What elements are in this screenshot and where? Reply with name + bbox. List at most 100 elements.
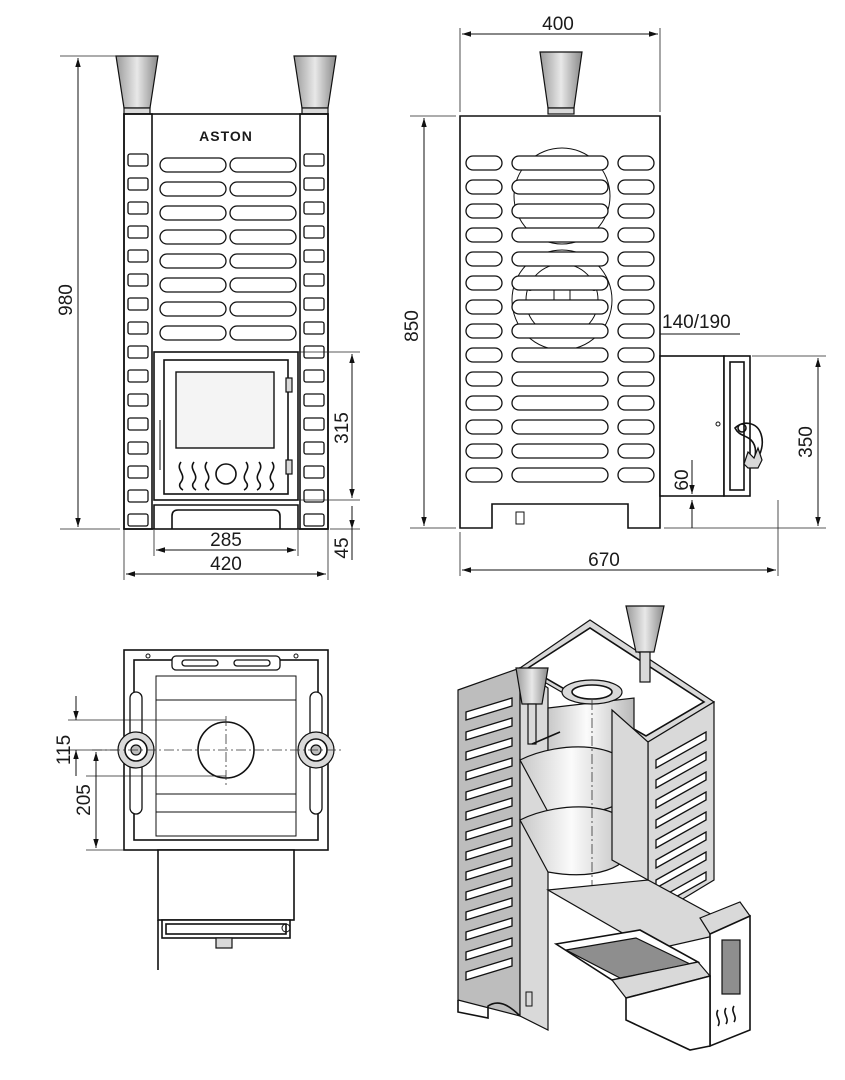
iso-left-slot: [465, 937, 513, 961]
front-slot: [159, 229, 227, 245]
front-slot: [229, 205, 297, 221]
louvre-slot: [303, 417, 325, 431]
plan-view: 115 205: [54, 649, 344, 970]
side-slots: [465, 155, 655, 483]
side-slot: [617, 203, 655, 219]
side-slot: [511, 323, 609, 339]
louvre-slot: [127, 297, 149, 311]
louvre-slot: [127, 369, 149, 383]
front-slot: [159, 253, 227, 269]
iso-left-slot: [465, 917, 513, 941]
dim-flue-diameter: 140/190: [662, 312, 731, 333]
side-slot: [617, 419, 655, 435]
side-slot: [465, 347, 503, 363]
louvre-slot: [127, 273, 149, 287]
front-slot: [159, 325, 227, 341]
louvre-slot: [127, 321, 149, 335]
louvre-slot: [127, 489, 149, 503]
side-slot: [465, 467, 503, 483]
dim-side-height: 850: [402, 310, 423, 342]
side-slot: [465, 371, 503, 387]
louvre-slot: [303, 297, 325, 311]
side-view: 400 850 140/190 350 60 670: [402, 14, 826, 576]
louvre-slot: [127, 177, 149, 191]
iso-right-slot: [655, 770, 707, 810]
iso-left-slot: [465, 877, 513, 901]
iso-left-slot: [465, 797, 513, 821]
louvre-slot: [303, 465, 325, 479]
louvre-slot: [303, 201, 325, 215]
side-slot: [465, 251, 503, 267]
louvre-slot: [303, 489, 325, 503]
dim-tunnel-offset: 60: [672, 469, 693, 490]
plan-left-cup: [117, 731, 155, 769]
iso-left-slot: [465, 957, 513, 981]
side-slot: [465, 443, 503, 459]
iso-left-slot: [465, 857, 513, 881]
dim-plan-offset-2: 205: [74, 784, 95, 816]
front-slot: [229, 301, 297, 317]
louvre-slot: [127, 153, 149, 167]
side-slot: [617, 179, 655, 195]
side-body: [459, 115, 661, 529]
dim-side-width: 400: [542, 14, 574, 35]
louvre-slot: [303, 249, 325, 263]
louvre-slot: [127, 441, 149, 455]
front-slot: [229, 181, 297, 197]
louvre-slot: [127, 345, 149, 359]
side-slot: [511, 371, 609, 387]
front-slot: [229, 229, 297, 245]
iso-right-slot: [655, 830, 707, 870]
side-slot: [617, 371, 655, 387]
side-slot: [617, 155, 655, 171]
louvre-slot: [127, 465, 149, 479]
iso-left-slot: [465, 817, 513, 841]
louvre-slot: [303, 321, 325, 335]
side-slot: [617, 467, 655, 483]
louvre-slot: [127, 225, 149, 239]
side-slot: [465, 419, 503, 435]
right-cup: [293, 55, 337, 115]
dim-total-depth: 670: [588, 550, 620, 571]
side-slot: [617, 395, 655, 411]
side-slot: [511, 419, 609, 435]
louvre-slot: [127, 417, 149, 431]
iso-right-slot: [655, 750, 707, 790]
front-slot: [159, 157, 227, 173]
side-slot: [617, 227, 655, 243]
side-slot: [617, 323, 655, 339]
iso-left-slot: [465, 737, 513, 761]
iso-left-slot: [465, 897, 513, 921]
front-slot: [229, 277, 297, 293]
iso-right-slot: [655, 810, 707, 850]
iso-left-slot: [465, 837, 513, 861]
front-view: ASTON 980 315: [56, 55, 360, 580]
louvre-slot: [127, 393, 149, 407]
side-slot: [511, 155, 609, 171]
dim-front-width: 420: [210, 554, 242, 575]
side-slot: [465, 227, 503, 243]
iso-right-slot: [655, 790, 707, 830]
iso-right-slot: [655, 730, 707, 770]
brand-logo: ASTON: [199, 128, 253, 144]
left-cup: [115, 55, 159, 115]
front-slot: [229, 157, 297, 173]
front-slot: [159, 301, 227, 317]
front-slot: [229, 253, 297, 269]
front-slot: [229, 325, 297, 341]
front-slot: [159, 277, 227, 293]
side-slot: [511, 203, 609, 219]
isometric-cutaway-view: [457, 605, 751, 1051]
side-slot: [511, 251, 609, 267]
louvre-slot: [127, 201, 149, 215]
side-slot: [617, 347, 655, 363]
side-slot: [511, 395, 609, 411]
side-slot: [465, 155, 503, 171]
door-glass: [175, 371, 275, 449]
louvre-slot: [303, 369, 325, 383]
iso-left-slot: [465, 777, 513, 801]
side-slot: [465, 299, 503, 315]
dim-front-height: 980: [56, 284, 77, 316]
dim-door-height: 315: [332, 412, 353, 444]
